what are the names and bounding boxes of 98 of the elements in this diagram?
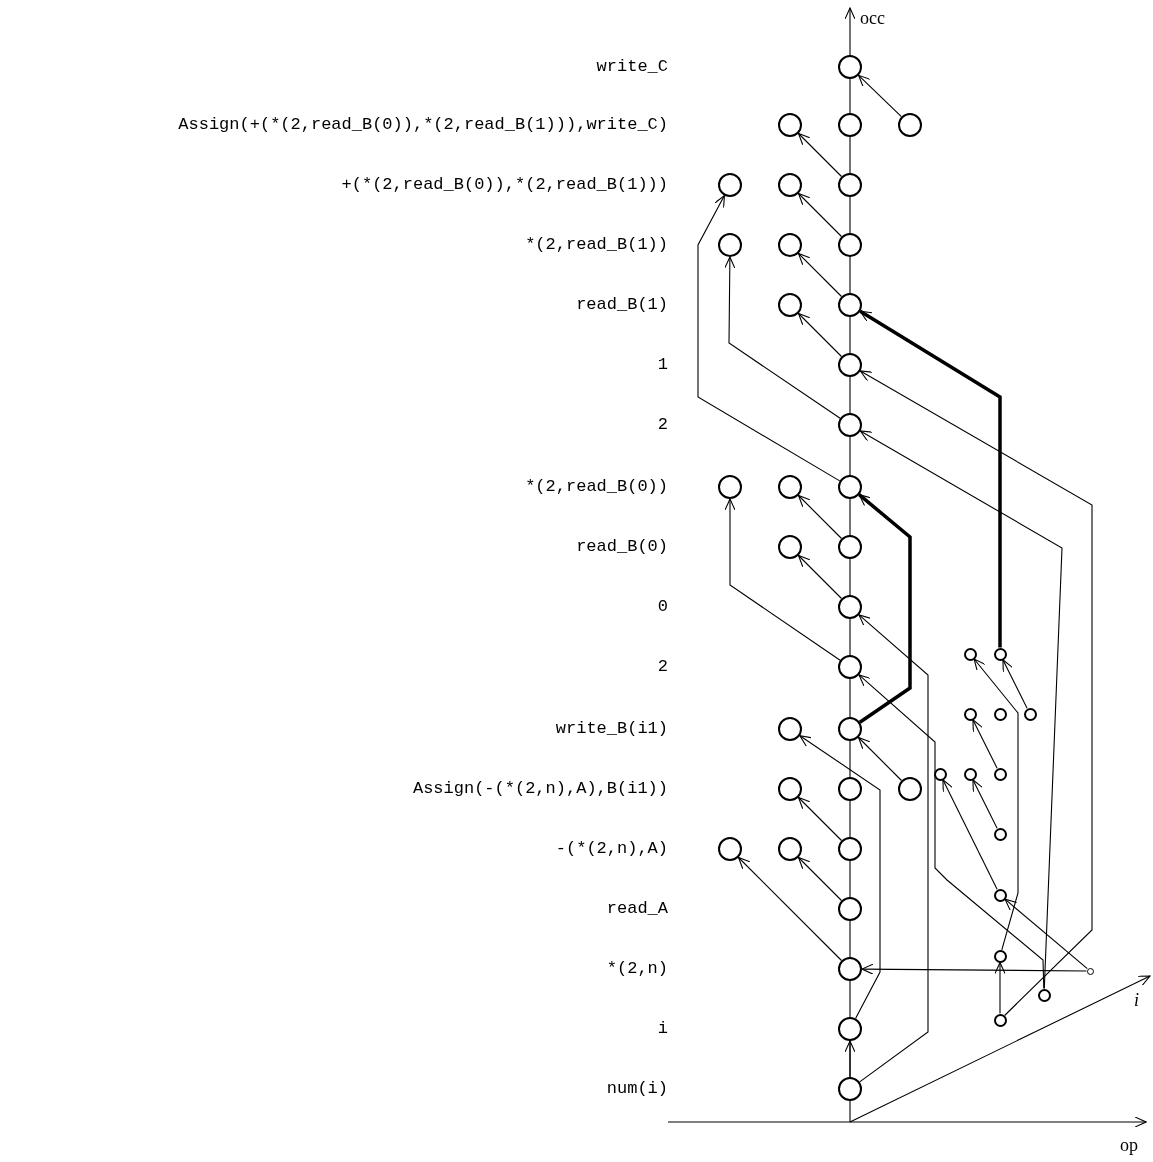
circle-node <box>963 647 977 661</box>
circle-node <box>838 293 862 317</box>
arrow <box>994 961 1006 1015</box>
arrow <box>797 554 843 600</box>
circle-node <box>838 353 862 377</box>
arrow <box>972 779 998 829</box>
circle-node <box>838 55 862 79</box>
arrow <box>858 74 902 118</box>
arrow <box>857 736 903 782</box>
circle-node <box>778 233 802 257</box>
arrow <box>859 430 1063 990</box>
circle-node <box>718 173 742 197</box>
circle-node <box>778 717 802 741</box>
arrow <box>724 256 841 419</box>
circle-node <box>838 535 862 559</box>
circle-node <box>718 837 742 861</box>
row-label: write_C <box>596 57 668 77</box>
circle-node <box>838 837 862 861</box>
arrow <box>797 796 843 842</box>
circle-node <box>778 837 802 861</box>
circle-node <box>1086 967 1094 975</box>
arrow <box>797 192 843 238</box>
circle-node <box>1037 988 1051 1002</box>
arrow <box>797 132 843 178</box>
arrow <box>844 1040 856 1078</box>
row-label: i <box>657 1019 668 1039</box>
circle-node <box>993 1013 1007 1027</box>
row-label: 2 <box>657 657 668 677</box>
arrow <box>1004 898 1088 970</box>
arrow <box>858 614 929 1083</box>
row-label: *(2,read_B(0)) <box>525 477 668 497</box>
circle-node <box>993 888 1007 902</box>
circle-node <box>838 595 862 619</box>
arrow <box>972 719 998 769</box>
circle-node <box>838 475 862 499</box>
circle-node <box>993 767 1007 781</box>
circle-node <box>718 475 742 499</box>
arrow <box>861 963 1088 975</box>
circle-node <box>838 413 862 437</box>
circle-node <box>838 655 862 679</box>
arrow <box>797 856 843 902</box>
arrow <box>858 674 1045 990</box>
circle-node <box>838 717 862 741</box>
arrow <box>797 494 843 540</box>
circle-node <box>963 767 977 781</box>
row-label: -(*(2,n),A) <box>555 839 668 859</box>
axis-label: i <box>1134 990 1139 1010</box>
row-label: *(2,read_B(1)) <box>525 235 668 255</box>
circle-node <box>838 1017 862 1041</box>
row-label: Assign(+(*(2,read_B(0)),*(2,read_B(1))),write_C) <box>178 115 668 135</box>
circle-node <box>963 707 977 721</box>
row-label: num(i) <box>606 1079 668 1099</box>
row-label: read_A <box>606 899 668 919</box>
arrow <box>1002 659 1028 709</box>
circle-node <box>838 113 862 137</box>
circle-node <box>993 949 1007 963</box>
row-label: 2 <box>657 415 668 435</box>
circle-node <box>778 173 802 197</box>
row-label: write_B(i1) <box>555 719 668 739</box>
circle-node <box>778 113 802 137</box>
circle-node <box>778 475 802 499</box>
arrow <box>942 779 998 890</box>
row-label: 0 <box>657 597 668 617</box>
arrow <box>859 309 1002 648</box>
circle-node <box>1023 707 1037 721</box>
circle-node <box>993 647 1007 661</box>
circle-node <box>993 827 1007 841</box>
row-label: read_B(1) <box>576 295 668 315</box>
row-label: read_B(0) <box>576 537 668 557</box>
circle-node <box>898 113 922 137</box>
arrow <box>724 498 841 661</box>
circle-node <box>838 233 862 257</box>
circle-node <box>778 535 802 559</box>
circle-node <box>838 1077 862 1101</box>
arrow <box>697 195 841 482</box>
row-label: +(*(2,read_B(0)),*(2,read_B(1))) <box>341 175 668 195</box>
row-label: 1 <box>657 355 668 375</box>
arrow <box>797 312 843 358</box>
arrow <box>973 658 1019 951</box>
circle-node <box>838 897 862 921</box>
axis-label: occ <box>860 8 885 28</box>
circle-node <box>933 767 947 781</box>
circle-node <box>718 233 742 257</box>
circle-node <box>838 957 862 981</box>
circle-node <box>778 777 802 801</box>
row-label: *(2,n) <box>606 959 668 979</box>
arrow <box>858 493 912 724</box>
circle-node <box>898 777 922 801</box>
circle-node <box>838 777 862 801</box>
axis-label: op <box>1120 1135 1138 1155</box>
row-label: Assign(-(*(2,n),A),B(i1)) <box>412 779 668 799</box>
arrow <box>737 856 843 962</box>
circle-node <box>778 293 802 317</box>
arrow <box>859 370 1093 1017</box>
circle-node <box>993 707 1007 721</box>
arrow <box>799 735 881 1019</box>
circle-node <box>838 173 862 197</box>
arrow <box>797 252 843 298</box>
